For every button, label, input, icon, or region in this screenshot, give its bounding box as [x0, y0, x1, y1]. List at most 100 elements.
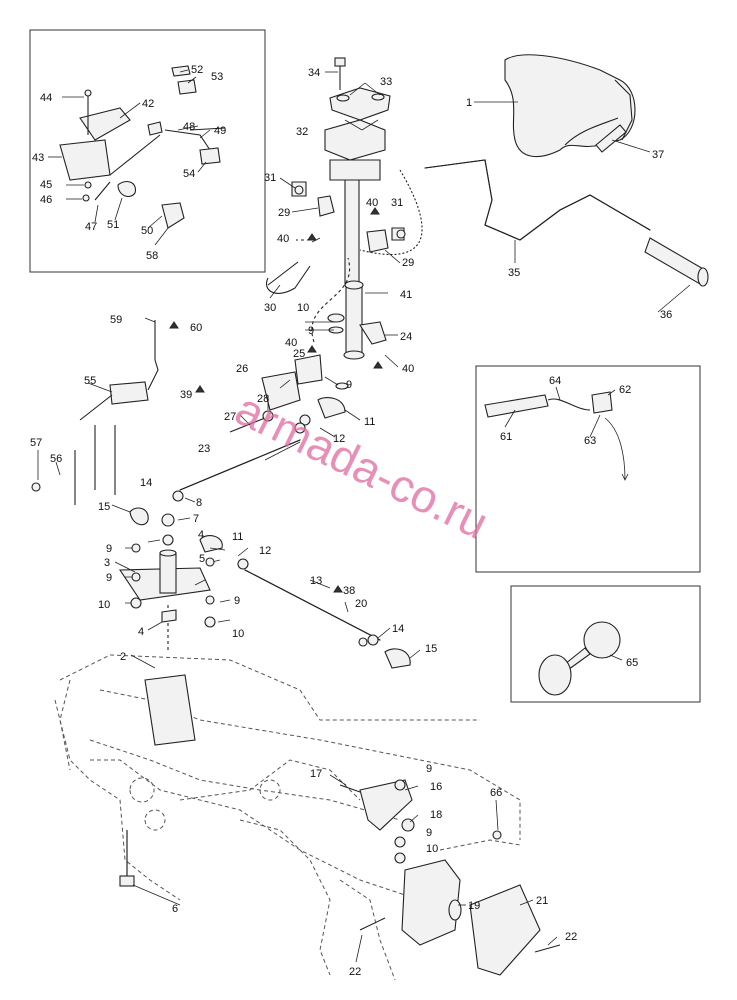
label-55: 55 — [84, 375, 96, 387]
label-22: 22 — [565, 931, 577, 943]
label-6: 6 — [172, 903, 178, 915]
label-47: 47 — [85, 221, 97, 233]
label-58: 58 — [146, 250, 158, 262]
inset-box-switches — [29, 29, 266, 273]
label-5: 5 — [199, 553, 205, 565]
label-48: 48 — [183, 121, 195, 133]
inset-box-grip-heater — [475, 365, 701, 573]
label-9: 9 — [234, 595, 240, 607]
label-31: 31 — [391, 197, 403, 209]
steering-linkage — [118, 397, 561, 976]
label-40: 40 — [277, 233, 289, 245]
label-9: 9 — [346, 379, 352, 391]
label-21: 21 — [536, 895, 548, 907]
label-34: 34 — [308, 67, 320, 79]
label-40: 40 — [366, 197, 378, 209]
label-53: 53 — [211, 71, 223, 83]
label-43: 43 — [32, 152, 44, 164]
label-65: 65 — [626, 657, 638, 669]
label-64: 64 — [549, 375, 561, 387]
label-30: 30 — [264, 302, 276, 314]
label-8: 8 — [196, 497, 202, 509]
label-23: 23 — [198, 443, 210, 455]
leader-lines — [37, 69, 691, 963]
label-37: 37 — [652, 149, 664, 161]
label-45: 45 — [40, 179, 52, 191]
label-26: 26 — [236, 363, 248, 375]
label-9: 9 — [106, 543, 112, 555]
label-63: 63 — [584, 435, 596, 447]
label-10: 10 — [232, 628, 244, 640]
label-11: 11 — [232, 531, 243, 543]
switch-assembly — [59, 65, 226, 229]
label-40: 40 — [402, 363, 414, 375]
label-49: 49 — [214, 125, 226, 137]
label-44: 44 — [40, 92, 52, 104]
label-12: 12 — [259, 545, 271, 557]
label-15: 15 — [98, 501, 110, 513]
label-1: 1 — [466, 97, 472, 109]
label-14: 14 — [140, 477, 152, 489]
label-9: 9 — [308, 325, 314, 337]
label-56: 56 — [50, 453, 62, 465]
label-50: 50 — [141, 225, 153, 237]
label-9: 9 — [426, 763, 432, 775]
label-13: 13 — [310, 575, 322, 587]
label-28: 28 — [257, 393, 269, 405]
throttle-cables — [31, 320, 159, 505]
label-41: 41 — [400, 289, 412, 301]
label-29: 29 — [402, 257, 414, 269]
label-10: 10 — [98, 599, 110, 611]
label-9: 9 — [426, 827, 432, 839]
label-9: 9 — [106, 572, 112, 584]
label-46: 46 — [40, 194, 52, 206]
label-14: 14 — [392, 623, 404, 635]
label-52: 52 — [191, 64, 203, 76]
label-39: 39 — [180, 389, 192, 401]
label-33: 33 — [380, 76, 392, 88]
label-15: 15 — [425, 643, 437, 655]
watermark: armada-co.ru — [228, 382, 497, 549]
label-31: 31 — [264, 172, 276, 184]
label-29: 29 — [278, 207, 290, 219]
hardware — [130, 185, 502, 864]
label-11: 11 — [364, 416, 375, 428]
steering-column — [261, 57, 405, 411]
label-51: 51 — [107, 219, 119, 231]
label-57: 57 — [30, 437, 42, 449]
label-22: 22 — [349, 966, 361, 978]
label-4: 4 — [138, 626, 144, 638]
grip-heater-kit — [484, 391, 629, 481]
horn — [538, 621, 621, 696]
label-10: 10 — [297, 302, 309, 314]
label-17: 17 — [310, 768, 322, 780]
label-27: 27 — [224, 411, 236, 423]
label-18: 18 — [430, 809, 442, 821]
label-4: 4 — [198, 529, 204, 541]
label-20: 20 — [355, 598, 367, 610]
label-40: 40 — [285, 337, 297, 349]
label-38: 38 — [343, 585, 355, 597]
label-42: 42 — [142, 98, 154, 110]
label-60: 60 — [190, 322, 202, 334]
label-32: 32 — [296, 126, 308, 138]
label-19: 19 — [468, 900, 480, 912]
handlebar-cover — [504, 54, 636, 158]
label-35: 35 — [508, 267, 520, 279]
label-36: 36 — [660, 309, 672, 321]
label-2: 2 — [120, 651, 126, 663]
label-12: 12 — [333, 433, 345, 445]
label-3: 3 — [104, 557, 110, 569]
label-10: 10 — [426, 843, 438, 855]
label-62: 62 — [619, 384, 631, 396]
vehicle-frame — [54, 654, 521, 981]
part-labels: 1 2 3 4 4 5 6 7 8 9 9 9 9 9 9 9 10 10 10… — [30, 64, 672, 978]
label-25: 25 — [293, 348, 305, 360]
label-59: 59 — [110, 314, 122, 326]
inset-box-horn — [510, 585, 701, 703]
label-54: 54 — [183, 168, 195, 180]
label-61: 61 — [500, 431, 512, 443]
label-7: 7 — [193, 513, 199, 525]
label-16: 16 — [430, 781, 442, 793]
